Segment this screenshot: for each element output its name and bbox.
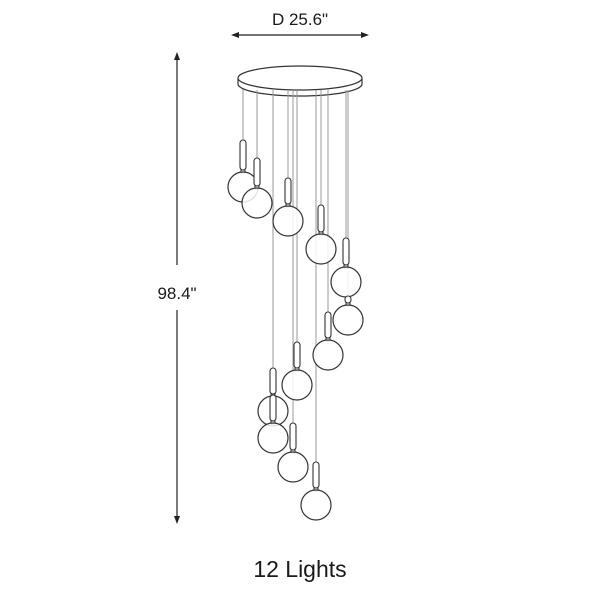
glass-globe: [257, 422, 289, 454]
glass-globe: [272, 205, 304, 237]
light-count-caption: 12 Lights: [253, 556, 347, 582]
pendant-rod: [239, 139, 247, 171]
pendant-rod: [293, 341, 301, 369]
pendant-rod: [344, 295, 352, 304]
pendant-light-12: [300, 461, 332, 521]
glass-globe: [281, 369, 313, 401]
glass-globe: [305, 233, 337, 265]
height-dimension-label: 98.4": [157, 284, 197, 303]
glass-globe: [277, 451, 309, 483]
pendant-light-6: [332, 295, 364, 336]
glass-globe: [312, 339, 344, 371]
pendant-light-7: [312, 311, 344, 371]
pendant-light-8: [281, 341, 313, 401]
pendant-lights: [227, 139, 364, 521]
width-dimension-label: D 25.6": [271, 10, 329, 29]
pendant-rod: [324, 311, 332, 339]
pendant-light-4: [305, 204, 337, 265]
glass-globe: [241, 187, 273, 219]
glass-globe: [300, 489, 332, 521]
pendant-light-2: [241, 157, 273, 219]
pendant-rod: [269, 394, 277, 422]
glass-globe: [332, 304, 364, 336]
pendant-light-11: [277, 422, 309, 483]
pendant-rod: [289, 422, 297, 451]
pendant-light-10: [257, 394, 289, 454]
pendant-rod: [284, 177, 292, 205]
pendant-rod: [312, 461, 320, 489]
pendant-light-5: [330, 237, 362, 298]
pendant-rod: [342, 237, 350, 266]
canopy-top-edge: [237, 65, 363, 91]
pendant-light-3: [272, 177, 304, 237]
ceiling-canopy: [237, 65, 363, 462]
pendant-rod: [317, 204, 325, 233]
pendant-rod: [253, 157, 261, 187]
glass-globe: [330, 266, 362, 298]
pendant-rod: [269, 367, 277, 395]
